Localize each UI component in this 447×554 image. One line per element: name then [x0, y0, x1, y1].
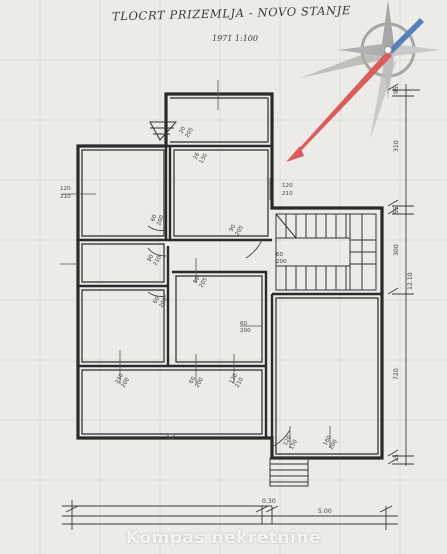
room-label: 60 [189, 375, 198, 385]
room-label: 60 [150, 214, 158, 223]
dimension-label: 720 [393, 368, 400, 380]
dimension-label: 5.00 [318, 508, 332, 515]
dimension-label: 15 [393, 454, 400, 462]
drawing-scale: 1971 1:100 [212, 34, 258, 43]
room-label: 60 [153, 295, 162, 305]
room-labels: 20 205 26 130 120 210 120 210 60 200 90 … [60, 125, 339, 451]
walls [76, 92, 384, 460]
interior-walls [78, 94, 382, 438]
room-label: 120 [60, 186, 71, 192]
door-swings [147, 225, 291, 447]
room-label: 200 [276, 259, 287, 265]
room-label: 200 [240, 328, 251, 334]
staircase [149, 121, 377, 487]
dimension-label: 95 [393, 86, 400, 94]
room-label: 210 [153, 254, 164, 267]
dimension-label-total: 12.10 [407, 272, 414, 290]
room-label: 200 [329, 438, 340, 451]
dimension-label: 0.30 [262, 498, 276, 505]
label-marks [60, 80, 331, 448]
room-label: 205 [235, 224, 246, 237]
room-label: 60 [276, 252, 284, 258]
compass-icon [286, 0, 440, 162]
room-label: 26 [193, 151, 202, 161]
dimension-labels: 12.10 95 310 55 300 720 15 0.30 5.00 [262, 86, 414, 515]
dimension-label: 300 [393, 244, 400, 256]
room-label: 60 [240, 321, 248, 327]
dimension-lines [62, 83, 420, 530]
room-label: 200 [195, 376, 206, 389]
watermark-text: Kompas nekretnine [126, 528, 321, 548]
room-label: 205 [185, 126, 196, 139]
room-label: 120 [283, 434, 294, 447]
room-label: 150 [289, 438, 300, 451]
room-label: 20 [179, 125, 188, 135]
dimension-label: 55 [393, 206, 400, 214]
room-label: 200 [159, 296, 170, 309]
room-label: 200 [121, 376, 132, 389]
room-label: 210 [282, 191, 293, 197]
room-label: 120 [282, 183, 293, 189]
room-label: 80 [147, 253, 156, 263]
room-label: 90 [229, 223, 238, 233]
room-label: 120 [229, 372, 240, 385]
room-label: 205 [199, 276, 210, 289]
room-label: 210 [60, 194, 71, 200]
partition-lines [81, 97, 379, 455]
room-label: 80 [193, 275, 202, 285]
dimension-label: 310 [393, 140, 400, 152]
room-label: 130 [199, 152, 210, 165]
room-label: 160 [323, 434, 334, 447]
room-label: 210 [235, 376, 246, 389]
room-label: 210 [115, 372, 126, 385]
room-label: 200 [156, 214, 165, 226]
